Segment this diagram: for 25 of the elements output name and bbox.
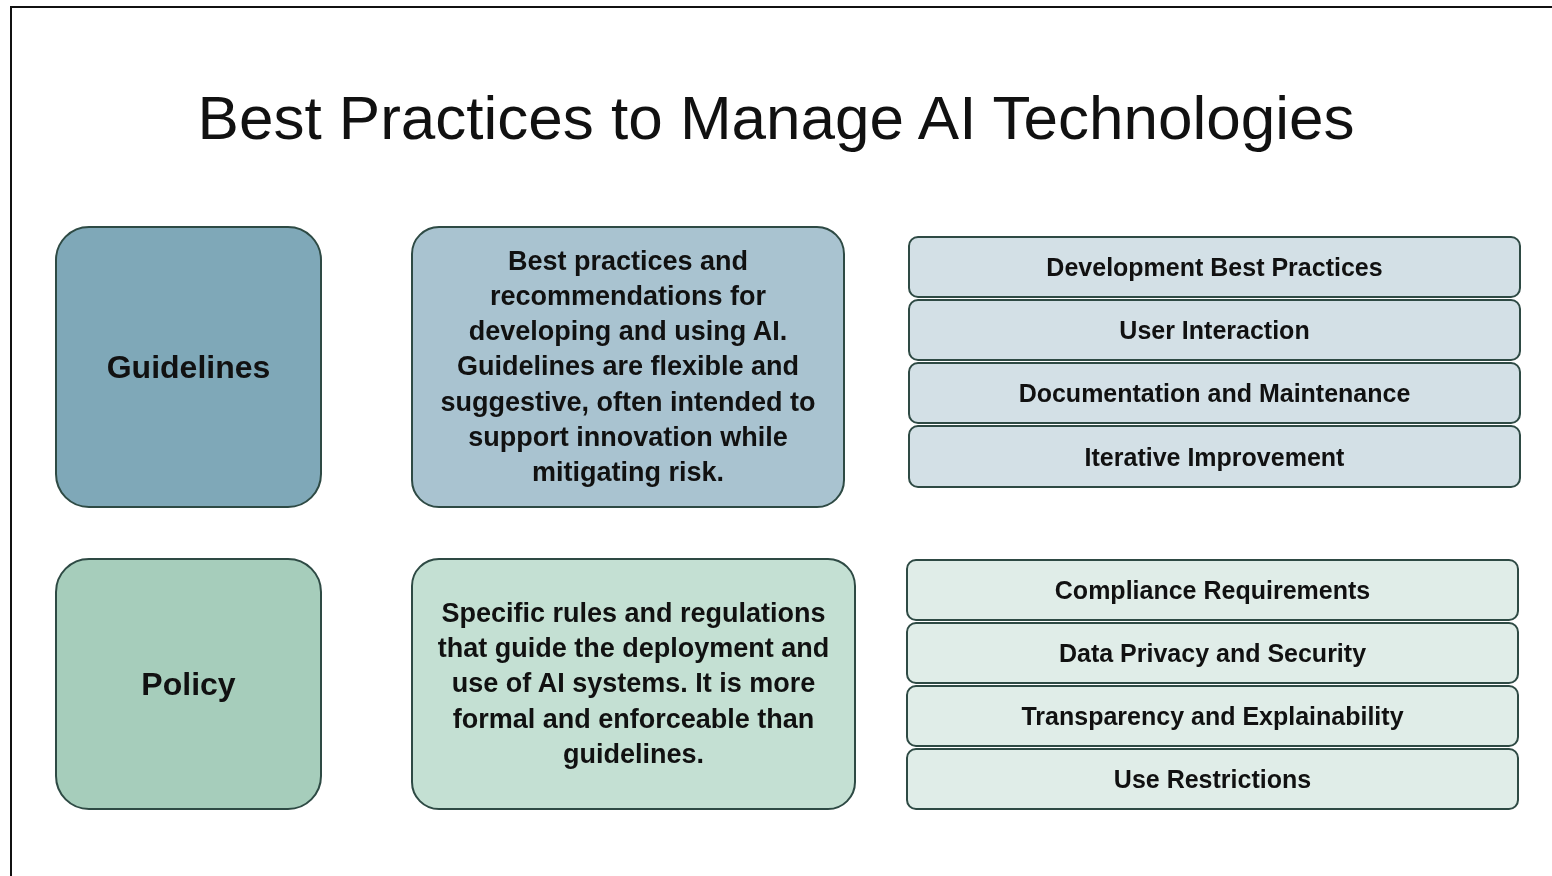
practice-box <box>908 362 1521 424</box>
practice-box <box>906 685 1519 747</box>
description-box <box>411 558 856 810</box>
practice-label: User Interaction <box>1119 315 1310 345</box>
category-label: Policy <box>141 664 236 704</box>
category-label: Guidelines <box>106 347 271 387</box>
title: Best Practices to Manage AI Technologies <box>196 82 1356 153</box>
practice-label: Use Restrictions <box>1113 764 1312 794</box>
description-text: Best practices and recommendations for developing and using AI. Guidelines are flexible and suggestive, often intended to support innovation while mitigating risk. <box>439 245 817 489</box>
description-box <box>411 226 845 508</box>
category-box <box>55 558 322 810</box>
practice-box <box>908 425 1521 488</box>
practice-label: Documentation and Maintenance <box>1018 378 1411 408</box>
practice-label: Transparency and Explainability <box>1021 701 1404 731</box>
practice-label: Development Best Practices <box>1046 252 1383 282</box>
description-text: Specific rules and regulations that guide the deployment and use of AI systems. It is more formal and enforceable than guidelines. <box>436 597 831 771</box>
practice-box <box>908 236 1521 298</box>
practice-box <box>906 559 1519 621</box>
practice-box <box>906 622 1519 684</box>
category-box <box>55 226 322 508</box>
practice-box <box>906 748 1519 810</box>
practice-label: Iterative Improvement <box>1084 441 1345 472</box>
practice-label: Compliance Requirements <box>1054 575 1371 605</box>
practice-box <box>908 299 1521 361</box>
practice-label: Data Privacy and Security <box>1058 638 1367 668</box>
